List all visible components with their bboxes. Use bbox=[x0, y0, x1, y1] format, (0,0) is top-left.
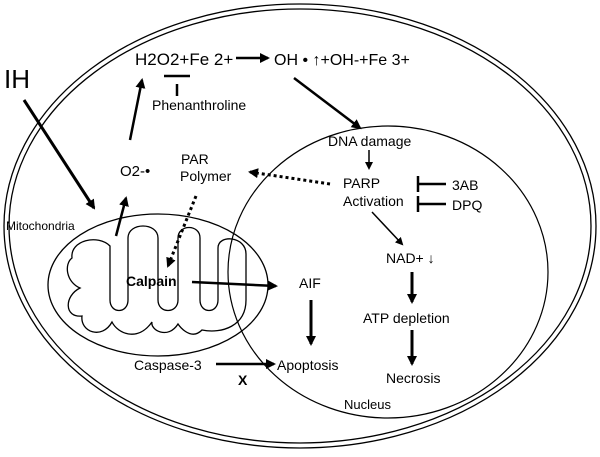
nucleus-label: Nucleus bbox=[344, 397, 391, 412]
phenanthroline-label: Phenanthroline bbox=[152, 97, 246, 113]
necrosis-label: Necrosis bbox=[386, 370, 440, 386]
oh-to-dna-damage-arrow bbox=[293, 77, 362, 130]
nad-label: NAD+ ↓ bbox=[386, 250, 435, 266]
cell-membrane-outer bbox=[3, 3, 597, 449]
caspase3-blocked-mark: X bbox=[238, 372, 248, 388]
superoxide-to-h2o2-arrow bbox=[128, 78, 146, 141]
inhibitor-dpq-label: DPQ bbox=[452, 197, 482, 213]
mitochondrion-cristae bbox=[66, 225, 247, 335]
caspase3-label: Caspase-3 bbox=[134, 357, 202, 373]
par-polymer-label-line2: Polymer bbox=[180, 168, 232, 184]
superoxide-label: O2-• bbox=[120, 163, 150, 180]
parp-to-par-polymer-arrow bbox=[248, 168, 331, 186]
inhibitor-3ab-label: 3AB bbox=[452, 177, 478, 193]
dna-damage-label: DNA damage bbox=[328, 133, 411, 149]
par-polymer-to-calpain-arrow bbox=[166, 195, 198, 268]
ih-to-mitochondria-arrow bbox=[22, 99, 96, 210]
cell-membrane-inner bbox=[8, 8, 592, 444]
par-polymer-label-line1: PAR bbox=[181, 151, 209, 167]
calpain-label: Calpain bbox=[126, 273, 177, 289]
parp-label-line1: PARP bbox=[343, 175, 380, 191]
mitochondria-to-superoxide-arrow bbox=[114, 196, 129, 237]
ih-label: IH bbox=[4, 64, 30, 94]
oh-radical-label: OH • ↑+OH-+Fe 3+ bbox=[274, 52, 410, 69]
h2o2-fe-label: H2O2+Fe 2+ bbox=[135, 50, 233, 69]
parp-to-nad-arrow bbox=[371, 211, 404, 246]
apoptosis-label: Apoptosis bbox=[277, 357, 338, 373]
nucleus-membrane bbox=[227, 125, 549, 419]
mitochondria-label: Mitochondria bbox=[6, 219, 75, 233]
aif-label: AIF bbox=[299, 275, 321, 291]
calpain-to-aif-arrow bbox=[191, 280, 278, 291]
atp-depletion-label: ATP depletion bbox=[363, 310, 450, 326]
parp-label-line2: Activation bbox=[343, 193, 404, 209]
